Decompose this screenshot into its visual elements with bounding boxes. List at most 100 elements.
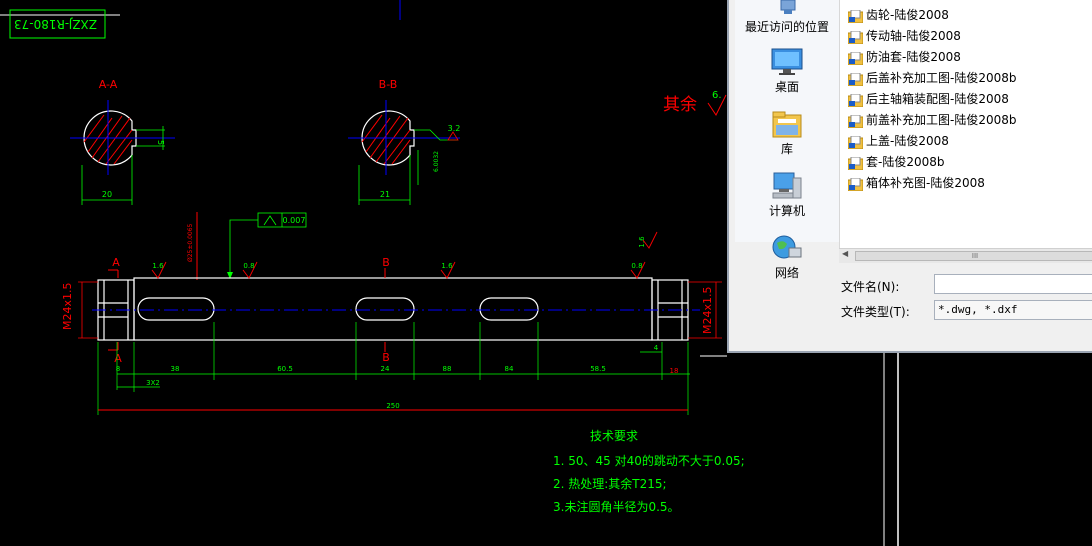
- rest-roughness-symbol: [707, 94, 727, 116]
- tech-title: 技术要求: [590, 429, 638, 443]
- chamfer-label: 3X2: [146, 379, 160, 387]
- thread-dim-left: [78, 281, 98, 339]
- file-list[interactable]: 齿轮-陆俊2008 传动轴-陆俊2008 防油套-陆俊2008 后盖补充加工图-…: [839, 0, 1092, 248]
- horizontal-scrollbar[interactable]: ◀ III: [839, 248, 1092, 263]
- tolerance-frame: [227, 212, 307, 279]
- tech-note: 1. 50、45 对40的跳动不大于0.05;: [553, 453, 745, 468]
- file-name: 防油套-陆俊2008: [866, 50, 961, 64]
- section-mark-a-top: A: [112, 256, 120, 269]
- file-name: 传动轴-陆俊2008: [866, 29, 961, 43]
- file-name: 上盖-陆俊2008: [866, 134, 949, 148]
- section-b-rough: 3.2: [448, 124, 461, 133]
- diameter-note: Ø25±0.0065: [187, 223, 194, 262]
- scroll-left-icon[interactable]: ◀: [842, 249, 849, 258]
- file-open-dialog: 最近访问的位置 桌面 库: [727, 0, 1092, 353]
- tech-note: 3.未注圆角半径为0.5。: [553, 499, 680, 514]
- nav-network[interactable]: 网络: [735, 234, 839, 281]
- dim-label: 58.5: [590, 365, 606, 373]
- section-a-view: [70, 100, 175, 205]
- nav-label: 网络: [774, 266, 799, 280]
- dwg-file-icon: [847, 51, 864, 66]
- roughness-symbols: [151, 231, 658, 279]
- section-mark-b-bottom: B: [382, 351, 390, 364]
- nav-libraries[interactable]: 库: [735, 110, 839, 157]
- nav-computer[interactable]: 计算机: [735, 172, 839, 219]
- shaft-outline: [97, 277, 689, 341]
- thread-dim-right: [688, 281, 722, 339]
- dwg-file-icon: [847, 156, 864, 171]
- dim-label: 4: [654, 344, 659, 352]
- nav-label: 库: [780, 142, 793, 156]
- roughness-value: 1.6: [638, 236, 646, 248]
- file-item[interactable]: 防油套-陆俊2008: [847, 47, 961, 67]
- overall-length-label: 250: [386, 402, 399, 410]
- file-item[interactable]: 套-陆俊2008b: [847, 152, 945, 172]
- filetype-select[interactable]: *.dwg, *.dxf: [934, 300, 1092, 320]
- file-item[interactable]: 前盖补充加工图-陆俊2008b: [847, 110, 1017, 130]
- file-name: 齿轮-陆俊2008: [866, 8, 949, 22]
- dwg-file-icon: [847, 135, 864, 150]
- section-a-key-dim: 5: [156, 140, 165, 145]
- title-block-text: ZXZJ-R180-73: [14, 17, 97, 31]
- computer-icon: [772, 172, 802, 199]
- network-icon: [772, 235, 802, 259]
- roughness-value: 0.8: [243, 262, 254, 270]
- roughness-value: 1.6: [152, 262, 164, 270]
- section-b-label: B-B: [379, 78, 398, 91]
- dim-label: 84: [505, 365, 514, 373]
- nav-recent-places[interactable]: 最近访问的位置: [735, 0, 839, 35]
- section-cut-a: [108, 269, 119, 351]
- dwg-file-icon: [847, 93, 864, 108]
- file-name: 前盖补充加工图-陆俊2008b: [866, 113, 1017, 127]
- places-bar: 最近访问的位置 桌面 库: [735, 0, 839, 280]
- section-mark-a-bottom: A: [114, 352, 122, 365]
- dim-label: 18: [670, 367, 679, 375]
- file-item[interactable]: 齿轮-陆俊2008: [847, 5, 949, 25]
- filename-input[interactable]: [934, 274, 1092, 294]
- dim-label: 24: [381, 365, 390, 373]
- dim-label: 60.5: [277, 365, 293, 373]
- section-b-depth-dim: 6.0032: [433, 151, 440, 172]
- nav-desktop[interactable]: 桌面: [735, 48, 839, 95]
- thread-label-left: M24x1.5: [61, 283, 74, 331]
- nav-label: 计算机: [768, 204, 805, 218]
- scroll-thumb[interactable]: III: [855, 251, 1092, 261]
- section-a-width-dim: 20: [102, 190, 112, 199]
- roughness-value: 1.6: [441, 262, 453, 270]
- file-name: 后主轴箱装配图-陆俊2008: [866, 92, 1009, 106]
- nav-label: 最近访问的位置: [744, 20, 829, 34]
- tolerance-value: 0.007: [283, 216, 306, 225]
- dwg-file-icon: [847, 177, 864, 192]
- file-name: 套-陆俊2008b: [866, 155, 945, 169]
- extension-lines: [97, 322, 689, 415]
- section-b-width-dim: 21: [380, 190, 390, 199]
- thread-label-right: M24x1.5: [701, 287, 714, 335]
- rest-roughness-label: 其余: [663, 95, 697, 115]
- dwg-file-icon: [847, 72, 864, 87]
- tech-note: 2. 热处理:其余T215;: [553, 476, 667, 491]
- recent-places-icon: [780, 0, 796, 14]
- file-name: 后盖补充加工图-陆俊2008b: [866, 71, 1017, 85]
- file-item[interactable]: 传动轴-陆俊2008: [847, 26, 961, 46]
- file-item[interactable]: 后盖补充加工图-陆俊2008b: [847, 68, 1017, 88]
- libraries-icon: [772, 111, 802, 138]
- section-a-label: A-A: [99, 78, 118, 91]
- rest-roughness-value: 6.: [712, 90, 722, 101]
- title-block: [9, 9, 106, 39]
- file-item[interactable]: 后主轴箱装配图-陆俊2008: [847, 89, 1009, 109]
- dim-label: 88: [443, 365, 452, 373]
- file-item[interactable]: 箱体补充图-陆俊2008: [847, 173, 985, 193]
- filename-label: 文件名(N):: [841, 280, 900, 294]
- dwg-file-icon: [847, 114, 864, 129]
- desktop-icon: [771, 48, 803, 75]
- roughness-value: 0.8: [631, 262, 642, 270]
- filetype-label: 文件类型(T):: [841, 305, 910, 319]
- dim-label: 38: [171, 365, 180, 373]
- dwg-file-icon: [847, 30, 864, 45]
- file-name: 箱体补充图-陆俊2008: [866, 176, 985, 190]
- dim-label: 8: [116, 365, 120, 373]
- file-item[interactable]: 上盖-陆俊2008: [847, 131, 949, 151]
- dwg-file-icon: [847, 9, 864, 24]
- section-b-view: [348, 100, 460, 205]
